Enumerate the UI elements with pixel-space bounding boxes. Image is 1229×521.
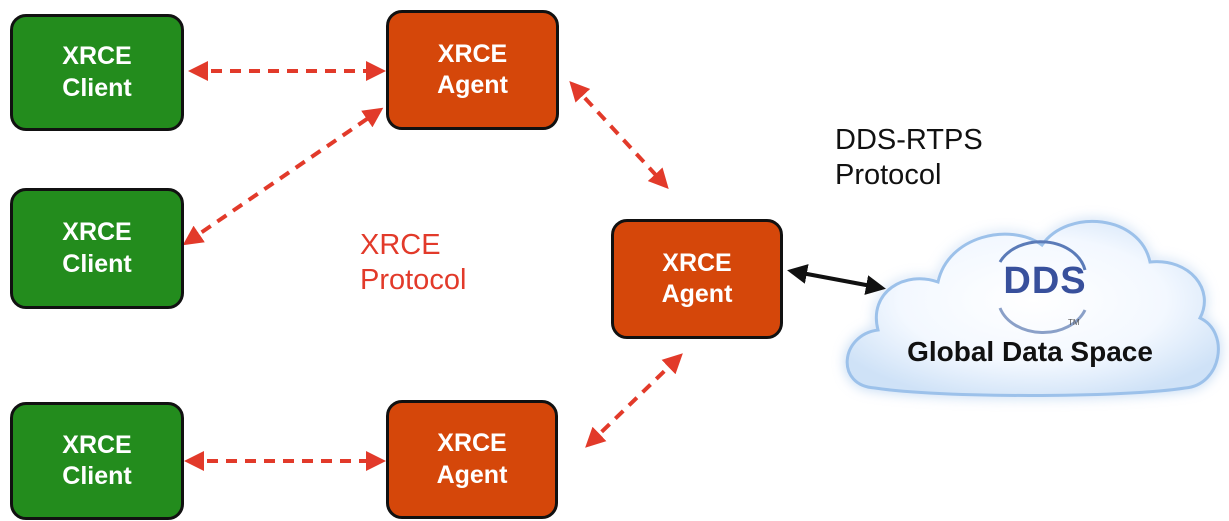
dds-logo-text: DDS bbox=[1003, 260, 1087, 302]
node-title: XRCE bbox=[62, 42, 132, 71]
link-agent-bottom-agent-mid bbox=[585, 353, 683, 448]
node-subtitle: Client bbox=[62, 73, 132, 102]
link-client2-agent-top bbox=[182, 107, 384, 246]
link-agent-top-agent-mid bbox=[569, 81, 669, 189]
xrce-protocol-label: XRCE Protocol bbox=[360, 228, 466, 298]
xrce-agent-top: XRCE Agent bbox=[386, 10, 559, 130]
global-data-space-title: Global Data Space bbox=[907, 336, 1153, 367]
node-title: XRCE bbox=[437, 429, 507, 458]
cloud-icon bbox=[845, 219, 1220, 397]
node-title: XRCE bbox=[62, 430, 132, 459]
label-line: DDS-RTPS bbox=[835, 124, 983, 156]
node-subtitle: Client bbox=[62, 462, 132, 490]
node-subtitle: Client bbox=[62, 249, 132, 278]
link-agent-mid-cloud bbox=[787, 264, 886, 295]
xrce-client-3: XRCE Client bbox=[10, 402, 184, 520]
node-subtitle: Agent bbox=[437, 71, 508, 99]
node-subtitle: Agent bbox=[436, 460, 508, 489]
trademark-mark: TM bbox=[1068, 318, 1080, 327]
node-title: XRCE bbox=[662, 248, 732, 277]
label-line: Protocol bbox=[835, 158, 942, 191]
dds-rtps-protocol-label: DDS-RTPS Protocol bbox=[835, 123, 983, 193]
xrce-client-2: XRCE Client bbox=[10, 188, 184, 309]
xrce-agent-bottom: XRCE Agent bbox=[386, 400, 558, 519]
node-title: XRCE bbox=[62, 218, 132, 247]
node-title: XRCE bbox=[437, 39, 508, 68]
xrce-agent-mid: XRCE Agent bbox=[611, 219, 783, 339]
xrce-client-1: XRCE Client bbox=[10, 14, 184, 131]
node-subtitle: Agent bbox=[661, 280, 733, 308]
label-line: Protocol bbox=[360, 263, 467, 296]
label-line: XRCE bbox=[360, 229, 441, 261]
dds-logo-icon bbox=[998, 240, 1087, 335]
